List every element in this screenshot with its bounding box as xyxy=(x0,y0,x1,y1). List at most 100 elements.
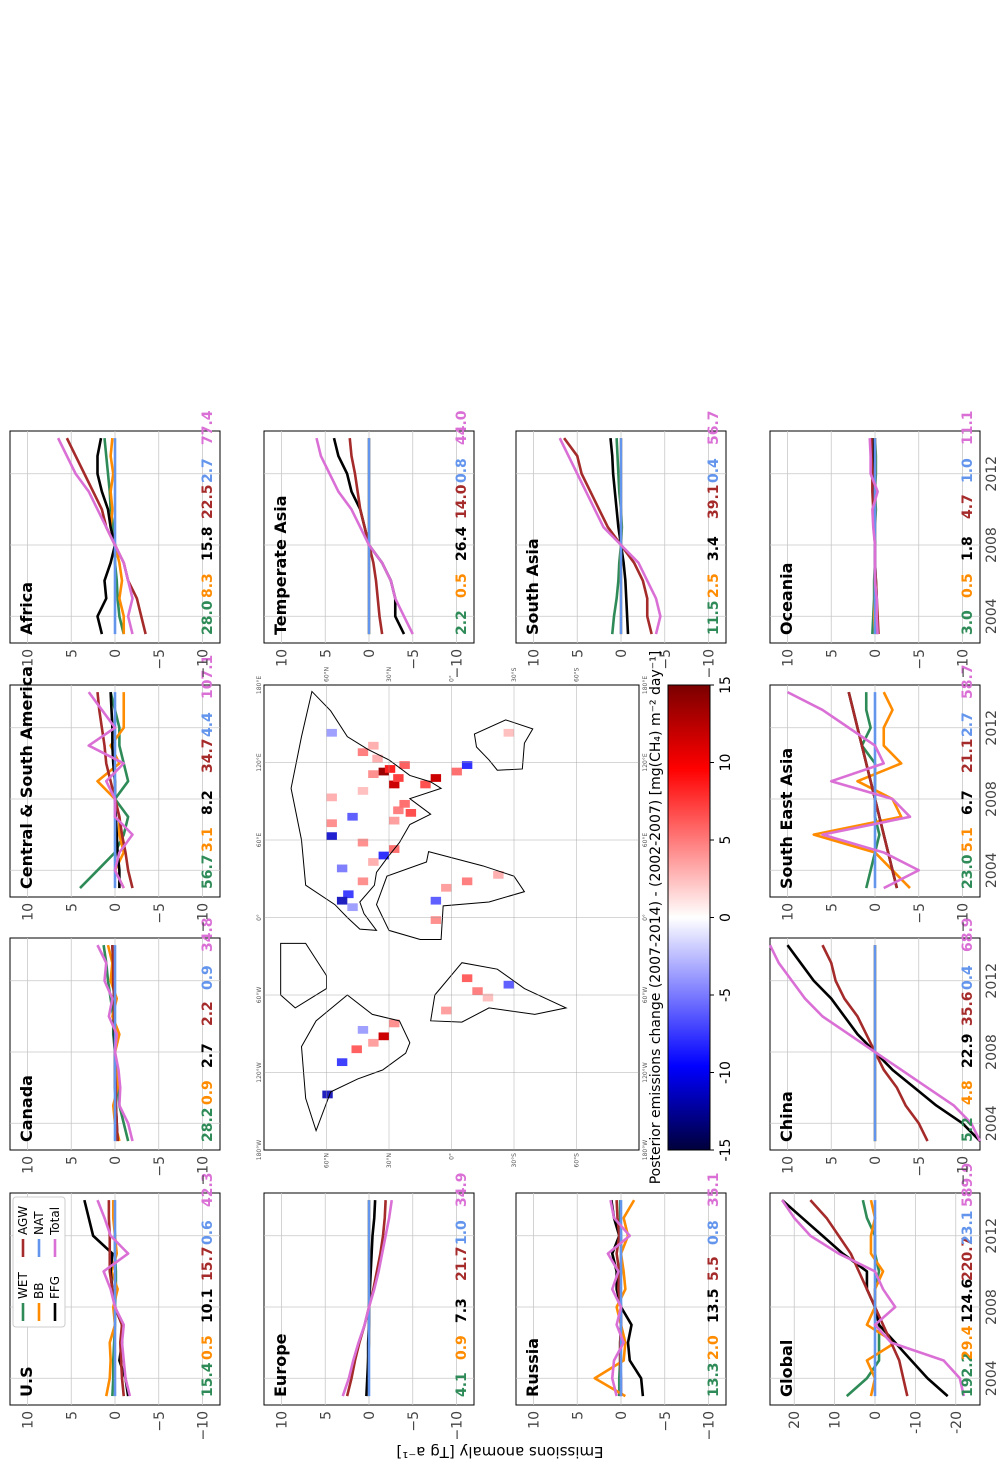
x-tick-label: 2008 xyxy=(984,1289,1000,1325)
x-tick-label: 2012 xyxy=(984,963,1000,999)
y-tick-label: −5 xyxy=(912,903,928,924)
map-lat-label: 60°S xyxy=(574,1153,581,1168)
value-label-wet: 23.0 xyxy=(960,854,976,889)
value-label-nat: 0.4 xyxy=(960,965,976,990)
series-total xyxy=(781,1199,966,1397)
value-label-bb: 2.5 xyxy=(706,573,722,598)
value-label-agw: 4.7 xyxy=(960,494,976,519)
value-label-agw: 14.0 xyxy=(454,484,470,519)
x-tick-label: 2012 xyxy=(984,710,1000,746)
y-tick-label: 20 xyxy=(787,1411,803,1429)
y-tick-label: −5 xyxy=(406,1411,422,1432)
value-label-ffg: 1.8 xyxy=(960,536,976,561)
y-tick-label: 5 xyxy=(64,649,80,658)
panel-title: Temperate Asia xyxy=(271,495,290,635)
y-tick-label: −10 xyxy=(196,903,212,933)
panel-title: Global xyxy=(777,1340,796,1397)
y-tick-label: 5 xyxy=(570,649,586,658)
colorbar-tick-label: 15 xyxy=(718,676,734,694)
value-label-bb: 0.5 xyxy=(960,573,976,598)
value-label-total: 68.9 xyxy=(960,917,976,952)
value-label-bb: 5.1 xyxy=(960,827,976,852)
y-tick-label: -20 xyxy=(949,1411,965,1434)
value-label-nat: 0.4 xyxy=(706,458,722,483)
value-label-wet: 13.3 xyxy=(706,1362,722,1397)
y-tick-label: −5 xyxy=(912,649,928,670)
coastline-africa xyxy=(375,851,526,940)
y-tick-label: −10 xyxy=(956,649,972,679)
panel-title: Oceania xyxy=(777,563,796,635)
value-label-bb: 0.5 xyxy=(200,1335,216,1360)
emission-cell xyxy=(326,819,337,828)
value-label-total: 11.1 xyxy=(960,410,976,445)
value-label-ffg: 13.5 xyxy=(706,1288,722,1323)
map-lon-label: 60°W xyxy=(256,987,263,1004)
value-label-total: 34.8 xyxy=(200,917,216,952)
y-tick-label: 10 xyxy=(527,649,543,667)
map-lon-label: 120°W xyxy=(256,1062,263,1082)
value-label-nat: 2.7 xyxy=(960,712,976,737)
legend-box xyxy=(12,1196,66,1328)
x-tick-label: 2004 xyxy=(984,1360,1000,1396)
value-label-ffg: 124.6 xyxy=(960,1279,976,1323)
value-label-wet: 3.0 xyxy=(960,610,976,635)
series-total xyxy=(315,437,414,635)
y-tick-label: 10 xyxy=(527,1411,543,1429)
value-label-nat: 0.6 xyxy=(200,1220,216,1245)
emission-cell xyxy=(357,787,369,795)
map-lat-label: 0° xyxy=(449,675,456,682)
value-label-ffg: 26.4 xyxy=(454,526,470,561)
colorbar-gradient xyxy=(667,684,711,1151)
y-tick-label: 10 xyxy=(781,903,797,921)
y-tick-label: 5 xyxy=(64,1411,80,1420)
map-lon-label: 60°W xyxy=(642,987,649,1004)
y-tick-label: −5 xyxy=(152,1156,168,1177)
series-total xyxy=(96,944,134,1142)
y-tick-label: −10 xyxy=(956,1156,972,1186)
y-tick-label: 0 xyxy=(868,1156,884,1165)
value-label-bb: 4.8 xyxy=(960,1080,976,1105)
map-lon-label: 0° xyxy=(642,914,649,921)
emission-cell xyxy=(503,980,515,989)
value-label-agw: 22.5 xyxy=(200,484,216,519)
figure-ylabel: Emissions anomaly [Tg a⁻¹] xyxy=(396,1443,603,1461)
series-agw xyxy=(821,944,929,1142)
value-label-wet: 2.2 xyxy=(454,610,470,635)
x-tick-label: 2008 xyxy=(984,781,1000,817)
series-total xyxy=(606,1199,632,1397)
emission-cell xyxy=(441,883,452,892)
y-tick-label: 0 xyxy=(614,1411,630,1420)
emission-cell xyxy=(347,812,358,821)
map-lat-label: 0° xyxy=(449,1153,456,1160)
legend-label-wet: WET xyxy=(16,1272,30,1299)
y-tick-label: 5 xyxy=(318,1411,334,1420)
coastline-north-america xyxy=(300,994,411,1133)
colorbar-tick-label: 0 xyxy=(718,913,734,922)
y-tick-label: 10 xyxy=(828,1411,844,1429)
legend-label-nat: NAT xyxy=(32,1211,46,1235)
value-label-wet: 15.4 xyxy=(200,1362,216,1397)
emission-cell xyxy=(451,767,462,776)
coastline-south-america xyxy=(430,962,568,1023)
y-tick-label: 0 xyxy=(868,649,884,658)
map-emission-cells xyxy=(322,728,515,1099)
emission-cell xyxy=(441,1006,452,1015)
map-lat-label: 60°S xyxy=(574,667,581,682)
value-label-bb: 0.5 xyxy=(454,573,470,598)
value-label-agw: 5.5 xyxy=(706,1256,722,1281)
y-tick-label: 5 xyxy=(824,903,840,912)
value-label-ffg: 10.1 xyxy=(200,1288,216,1323)
colorbar-tick-label: -10 xyxy=(718,1061,734,1084)
y-tick-label: 10 xyxy=(21,649,37,667)
value-label-total: 56.7 xyxy=(706,410,722,445)
y-tick-label: 0 xyxy=(108,1156,124,1165)
legend-label-agw: AGW xyxy=(16,1206,30,1235)
